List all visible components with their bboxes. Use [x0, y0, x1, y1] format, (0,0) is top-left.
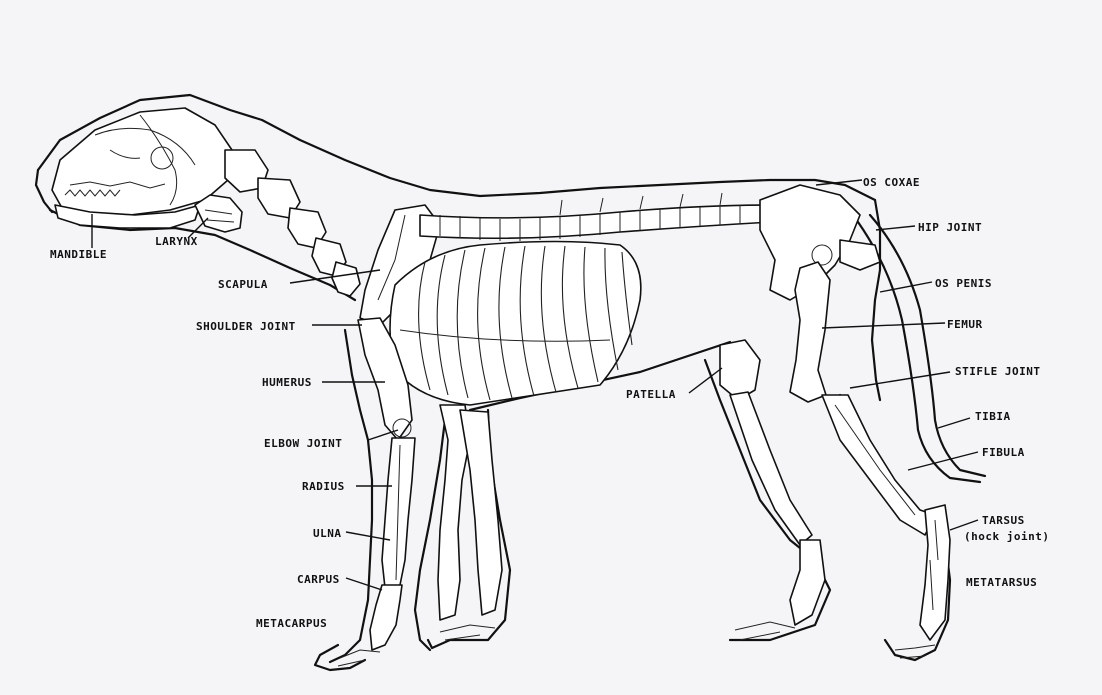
- label-fibula: FIBULA: [982, 446, 1025, 459]
- label-tarsus: TARSUS: [982, 514, 1025, 527]
- label-os-coxae: OS COXAE: [863, 176, 920, 189]
- label-stifle-joint: STIFLE JOINT: [955, 365, 1040, 378]
- rib-cage: [390, 242, 641, 406]
- label-elbow-joint: ELBOW JOINT: [264, 437, 342, 450]
- label-metatarsus: METATARSUS: [966, 576, 1037, 589]
- label-larynx: LARYNX: [155, 235, 198, 248]
- label-tibia: TIBIA: [975, 410, 1011, 423]
- femur: [790, 262, 830, 402]
- spine: [420, 193, 772, 241]
- hind-leg-bones: [720, 340, 950, 658]
- label-hip-joint: HIP JOINT: [918, 221, 982, 234]
- label-ulna: ULNA: [313, 527, 342, 540]
- label-os-penis: OS PENIS: [935, 277, 992, 290]
- label-scapula: SCAPULA: [218, 278, 268, 291]
- label-humerus: HUMERUS: [262, 376, 312, 389]
- label-carpus: CARPUS: [297, 573, 340, 586]
- label-mandible: MANDIBLE: [50, 248, 107, 261]
- cervical-vertebrae: [225, 150, 360, 296]
- larynx: [195, 195, 242, 232]
- label-radius: RADIUS: [302, 480, 345, 493]
- label-femur: FEMUR: [947, 318, 983, 331]
- label-metacarpus: METACARPUS: [256, 617, 327, 630]
- label-tarsus-note: (hock joint): [964, 530, 1049, 543]
- label-patella: PATELLA: [626, 388, 676, 401]
- label-shoulder-joint: SHOULDER JOINT: [196, 320, 296, 333]
